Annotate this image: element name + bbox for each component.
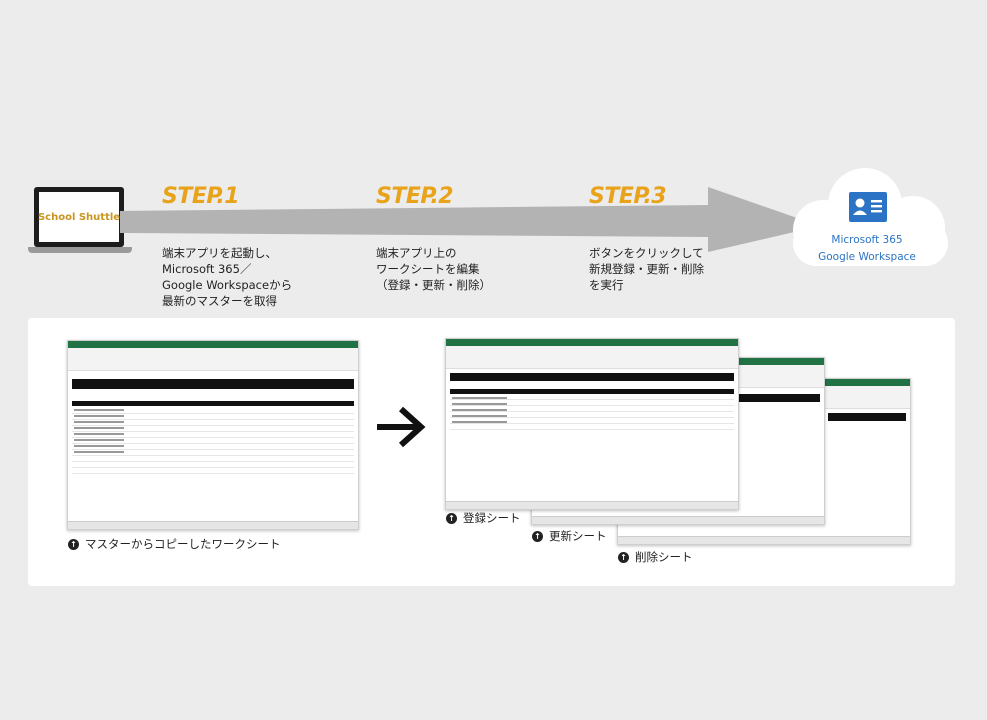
register-sheet-screenshot (445, 338, 739, 510)
laptop-base (28, 247, 132, 253)
caption-master-copy-text: マスターからコピーしたワークシート (85, 537, 281, 551)
right-arrow-icon (377, 406, 426, 448)
caption-register-text: 登録シート (463, 511, 521, 525)
arrow-up-circle-icon: ↑ (446, 512, 457, 524)
master-worksheet-screenshot (67, 340, 359, 530)
step-1-text: 端末アプリを起動し、 Microsoft 365／ Google Workspa… (162, 246, 293, 308)
step-2-label: STEP.2 (376, 184, 454, 209)
cloud-services: Microsoft 365 Google Workspace (812, 232, 922, 266)
caption-update: ↑ 更新シート (532, 528, 607, 544)
laptop-screen-label: School Shuttle (37, 211, 121, 223)
cloud-line-1: Microsoft 365 (831, 234, 903, 246)
process-arrow (120, 187, 820, 252)
caption-update-text: 更新シート (549, 529, 607, 543)
caption-master-copy: ↑ マスターからコピーしたワークシート (68, 536, 281, 552)
caption-delete-text: 削除シート (635, 550, 693, 564)
id-card-icon (849, 192, 887, 222)
step-2-text: 端末アプリ上の ワークシートを編集 （登録・更新・削除） (376, 246, 491, 292)
arrow-up-circle-icon: ↑ (618, 551, 629, 563)
step-3-text: ボタンをクリックして 新規登録・更新・削除 を実行 (589, 246, 704, 292)
step-1-label: STEP.1 (162, 184, 240, 209)
cloud-line-2: Google Workspace (818, 251, 916, 263)
laptop-screen: School Shuttle (37, 192, 121, 242)
caption-delete: ↑ 削除シート (618, 549, 693, 565)
step-3-label: STEP.3 (589, 184, 667, 209)
cloud-icon (793, 168, 948, 266)
arrow-up-circle-icon: ↑ (532, 530, 543, 542)
arrow-up-circle-icon: ↑ (68, 538, 79, 550)
caption-register: ↑ 登録シート (446, 510, 521, 526)
